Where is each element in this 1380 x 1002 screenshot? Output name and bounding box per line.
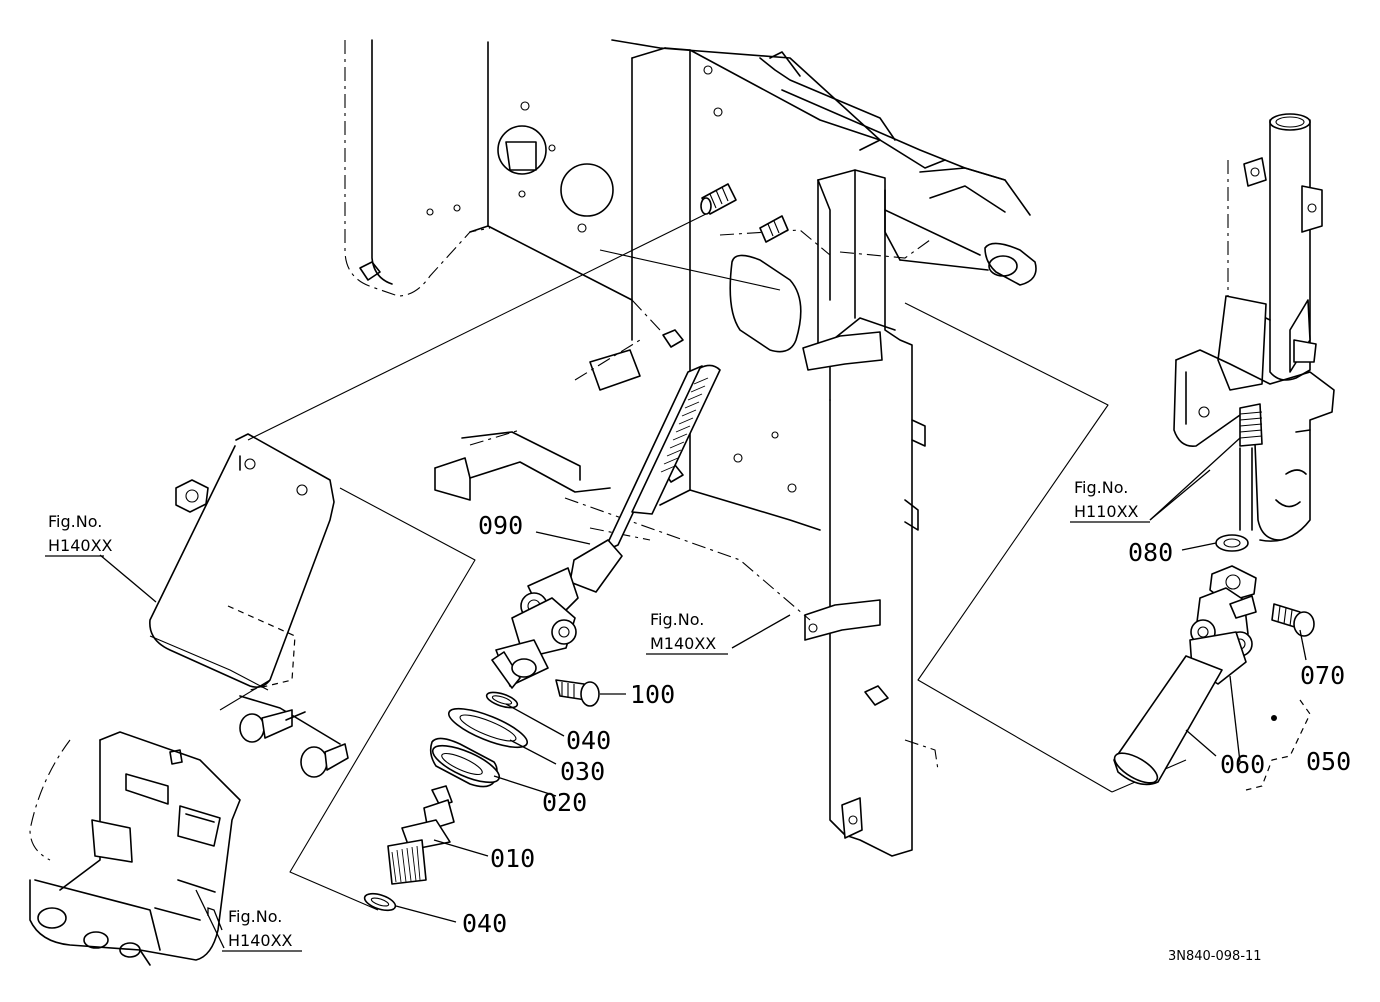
seal-030: [447, 707, 529, 749]
steering-column-housing: [1173, 349, 1335, 542]
universal-joint-050: [1113, 565, 1277, 786]
rear-frame-panel: [344, 39, 633, 301]
svg-text:Fig.No.: Fig.No.: [1074, 478, 1128, 497]
svg-text:Fig.No.: Fig.No.: [650, 610, 704, 629]
upper-frame-beam: [759, 51, 1037, 286]
label-040-upper: 040: [566, 726, 611, 755]
lower-bracket: [434, 339, 641, 501]
hydraulic-unit: [29, 731, 241, 966]
label-100: 100: [630, 680, 675, 709]
svg-text:H140XX: H140XX: [48, 536, 113, 555]
vertical-column-bracket: [802, 169, 939, 857]
svg-text:M140XX: M140XX: [650, 634, 716, 653]
figure-ref-left-bottom: Fig.No. H140XX: [222, 907, 302, 952]
drawing-code: 3N840-098-11: [1168, 949, 1262, 964]
label-040-lower: 040: [462, 909, 507, 938]
figure-ref-center: Fig.No. M140XX: [646, 610, 728, 655]
assembly-centerlines: [219, 211, 1187, 911]
steering-column-upper: [1217, 113, 1323, 391]
label-030: 030: [560, 757, 605, 786]
svg-text:Fig.No.: Fig.No.: [228, 907, 282, 926]
label-080: 080: [1128, 538, 1173, 567]
leader-lines: [99, 437, 1311, 949]
steering-shaft-090: [491, 364, 721, 689]
cover-plate-studs: [239, 695, 349, 778]
figure-ref-right: Fig.No. H110XX: [1070, 478, 1150, 523]
bearing-020: [429, 737, 501, 788]
circlip-040-lower: [363, 892, 397, 912]
svg-text:H140XX: H140XX: [228, 931, 293, 950]
washer-080: [1215, 534, 1249, 552]
svg-text:Fig.No.: Fig.No.: [48, 512, 102, 531]
figure-ref-left-top: Fig.No. H140XX: [45, 512, 113, 557]
bolt-100: [555, 679, 600, 707]
label-090: 090: [478, 511, 523, 540]
set-screws: [700, 183, 789, 243]
label-010: 010: [490, 844, 535, 873]
label-050: 050: [1306, 747, 1351, 776]
spline-shaft-010: [387, 785, 455, 885]
label-020: 020: [542, 788, 587, 817]
circlip-040-upper: [485, 691, 519, 709]
left-cover-plate: [149, 433, 335, 691]
bolt-070: [1271, 603, 1315, 637]
label-060: 060: [1220, 750, 1265, 779]
label-070: 070: [1300, 661, 1345, 690]
svg-text:H110XX: H110XX: [1074, 502, 1139, 521]
part-labels: 090 100 040 030 020 010 040 080 070 060 …: [462, 511, 1351, 938]
